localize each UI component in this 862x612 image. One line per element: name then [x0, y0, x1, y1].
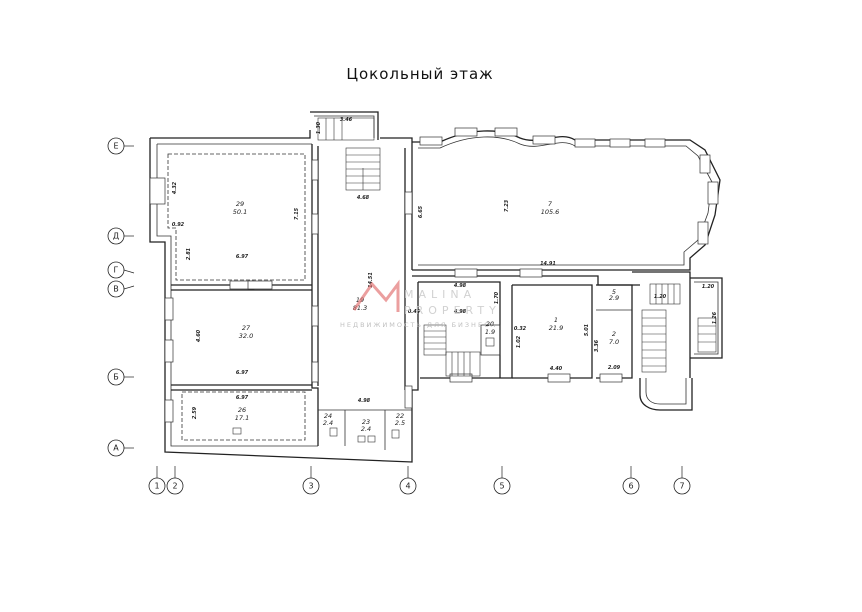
svg-text:4.98: 4.98 — [358, 398, 371, 404]
svg-text:4: 4 — [405, 482, 410, 491]
room-26-area: 17.1 — [235, 414, 249, 422]
axis-marker-7: 7 — [673, 466, 691, 495]
room-7-number: 7 — [548, 200, 553, 208]
svg-text:2: 2 — [172, 482, 177, 491]
svg-text:А: А — [113, 444, 119, 453]
svg-text:5: 5 — [499, 482, 504, 491]
svg-text:4.60: 4.60 — [196, 329, 202, 342]
room-5-number: 5 — [612, 288, 616, 296]
axis-marker-b: Б — [107, 368, 134, 386]
room-24-area: 2.4 — [323, 419, 333, 427]
svg-text:1.30: 1.30 — [316, 121, 322, 134]
dimension-labels: 4.32 0.92 2.81 6.97 7.15 4.60 6.97 6.97 … — [172, 117, 718, 419]
watermark-logo-icon — [352, 279, 400, 312]
watermark: MALINA PROPERTY НЕДВИЖИМОСТЬ ДЛЯ БИЗНЕСА — [340, 279, 501, 329]
room-24-number: 24 — [324, 412, 332, 420]
svg-text:0.49: 0.49 — [408, 309, 421, 315]
room-7-area: 105.6 — [541, 208, 560, 216]
svg-text:3.46: 3.46 — [340, 117, 353, 123]
svg-text:0.92: 0.92 — [172, 222, 185, 228]
watermark-subtitle: НЕДВИЖИМОСТЬ ДЛЯ БИЗНЕСА — [340, 321, 497, 329]
room-20-area: 1.9 — [485, 328, 495, 336]
svg-text:7.23: 7.23 — [504, 199, 510, 212]
svg-text:0.32: 0.32 — [514, 326, 527, 332]
fixtures — [232, 337, 495, 443]
svg-text:6.97: 6.97 — [236, 254, 249, 260]
room-27-number: 27 — [242, 324, 251, 332]
svg-text:4.68: 4.68 — [357, 195, 370, 201]
svg-text:6.65: 6.65 — [418, 205, 424, 218]
axis-marker-4: 4 — [399, 466, 417, 495]
svg-text:14.51: 14.51 — [368, 272, 374, 288]
svg-text:4.32: 4.32 — [172, 181, 178, 194]
svg-text:2.81: 2.81 — [186, 248, 192, 260]
axis-marker-g: Г — [107, 261, 135, 279]
room-19-area: 81.3 — [353, 304, 367, 312]
axis-marker-2: 2 — [166, 466, 184, 495]
room-23-area: 2.4 — [361, 425, 371, 433]
svg-text:Е: Е — [113, 142, 118, 151]
stairs — [317, 117, 717, 377]
axis-marker-5: 5 — [493, 466, 511, 495]
svg-text:Д: Д — [113, 232, 119, 241]
room-22-area: 2.5 — [395, 419, 405, 427]
svg-text:4.98: 4.98 — [454, 309, 467, 315]
axis-marker-6: 6 — [622, 466, 640, 495]
svg-text:5.01: 5.01 — [584, 324, 590, 336]
room-29-area: 50.1 — [233, 208, 247, 216]
room-1-area: 21.9 — [549, 324, 563, 332]
page-title: Цокольный этаж — [346, 65, 493, 83]
axis-marker-e: Е — [107, 137, 134, 155]
room-27-area: 32.0 — [239, 332, 253, 340]
room-2-number: 2 — [612, 330, 616, 338]
svg-text:1.02: 1.02 — [516, 335, 522, 348]
svg-text:4.40: 4.40 — [550, 366, 563, 372]
room-2-area: 7.0 — [609, 338, 619, 346]
axis-letter-markers: Е Д Г В Б А — [107, 137, 135, 457]
room-22-number: 22 — [396, 412, 404, 420]
room-labels: 29 50.1 27 32.0 26 17.1 19 81.3 7 105.6 … — [233, 200, 619, 433]
room-20-number: 20 — [486, 320, 494, 328]
svg-text:14.91: 14.91 — [540, 261, 556, 267]
svg-text:1: 1 — [154, 482, 159, 491]
watermark-name-line2: PROPERTY — [404, 304, 501, 317]
svg-text:6.97: 6.97 — [236, 370, 249, 376]
room-5-area: 2.9 — [609, 294, 619, 302]
axis-marker-3: 3 — [302, 466, 320, 495]
room-29-number: 29 — [236, 200, 244, 208]
svg-text:1.20: 1.20 — [702, 284, 715, 290]
axis-marker-d: Д — [107, 227, 134, 245]
svg-text:2.59: 2.59 — [192, 406, 198, 419]
svg-text:1.26: 1.26 — [712, 311, 718, 324]
room-1-number: 1 — [554, 316, 558, 324]
room-outlines — [167, 153, 306, 441]
windows — [149, 127, 719, 423]
svg-text:1.20: 1.20 — [654, 294, 667, 300]
svg-text:7: 7 — [679, 482, 684, 491]
axis-marker-a: А — [107, 439, 134, 457]
svg-text:Г: Г — [114, 266, 119, 275]
watermark-name-line1: MALINA — [404, 288, 476, 301]
room-23-number: 23 — [362, 418, 370, 426]
svg-text:7.15: 7.15 — [294, 207, 300, 220]
svg-text:Б: Б — [113, 373, 119, 382]
axis-number-markers: 1 2 3 4 5 6 7 — [148, 466, 691, 495]
svg-text:3: 3 — [308, 482, 313, 491]
svg-text:4.98: 4.98 — [454, 283, 467, 289]
svg-text:6: 6 — [628, 482, 633, 491]
svg-text:2.09: 2.09 — [608, 365, 621, 371]
axis-marker-1: 1 — [148, 466, 166, 495]
svg-text:6.97: 6.97 — [236, 395, 249, 401]
svg-text:1.70: 1.70 — [494, 291, 500, 304]
svg-text:3.36: 3.36 — [594, 339, 600, 352]
axis-marker-v: В — [107, 280, 135, 298]
room-26-number: 26 — [238, 406, 246, 414]
svg-text:В: В — [113, 285, 119, 294]
